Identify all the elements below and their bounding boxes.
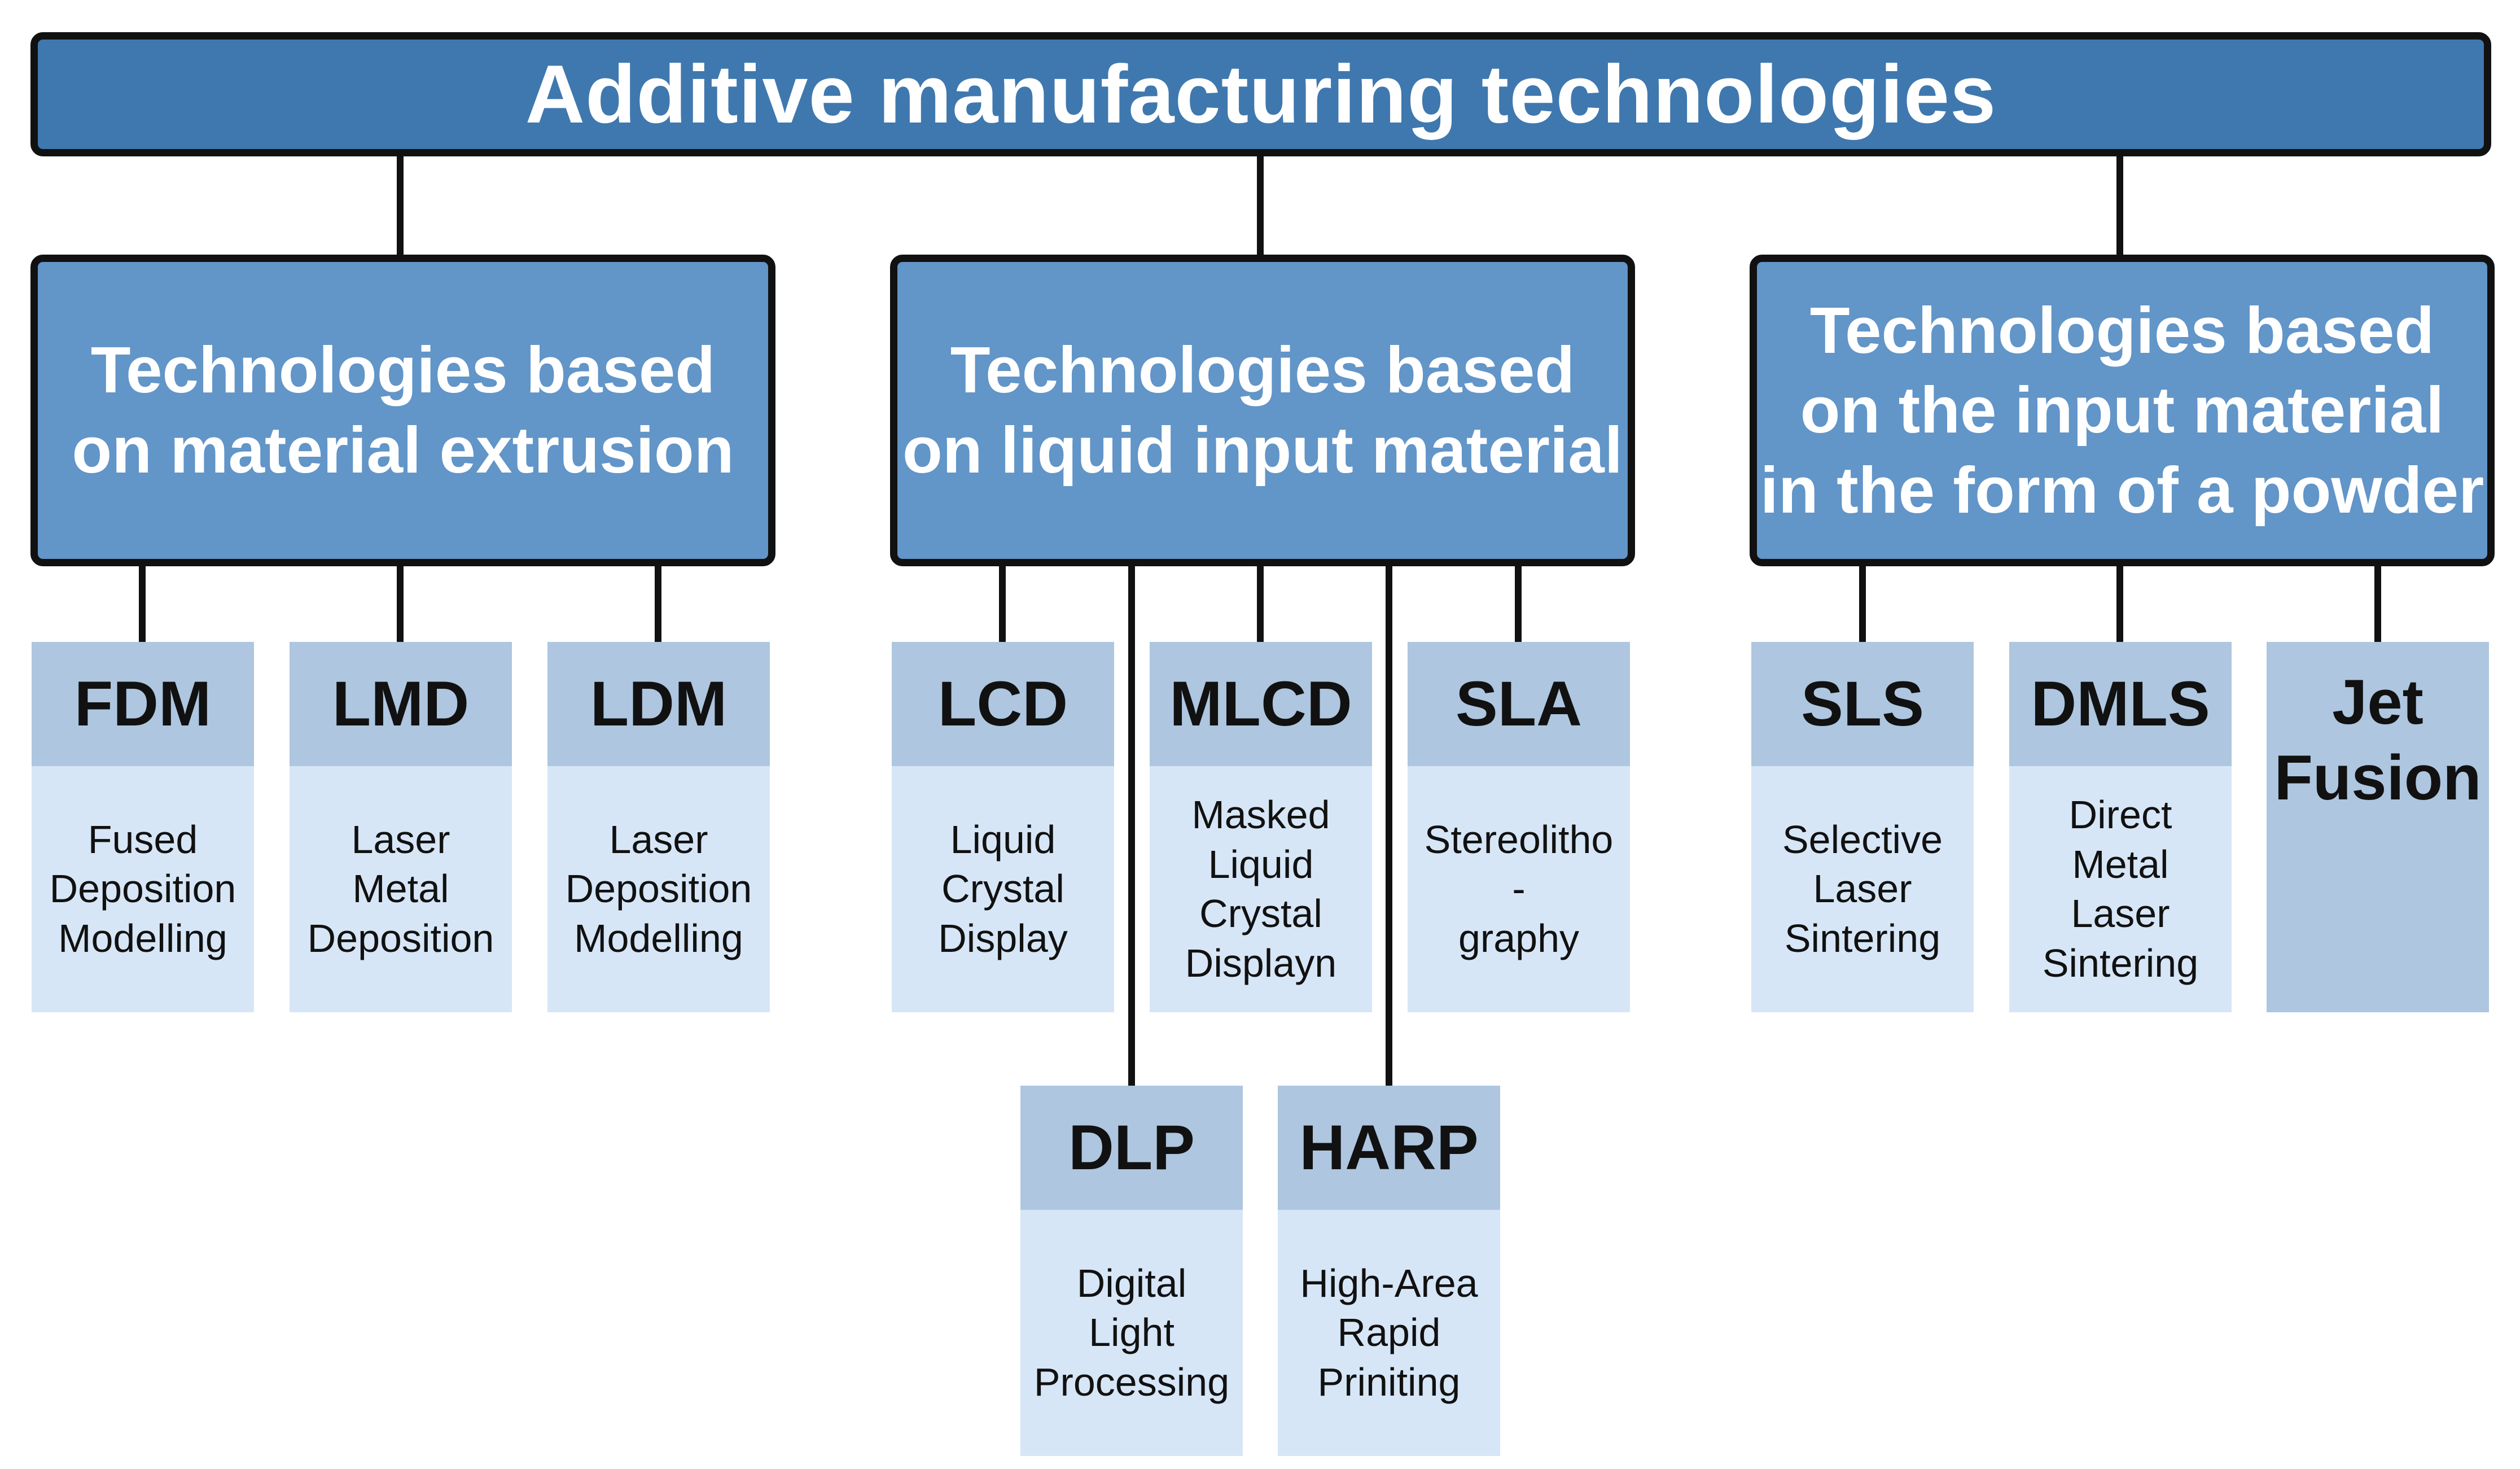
category-label-line: Technologies based	[90, 333, 716, 407]
tech-abbr: SLA	[1408, 642, 1630, 766]
connector-cat1-lcd	[999, 566, 1006, 642]
category-label-line: on the input material	[1800, 373, 2444, 447]
tech-name: Direct Metal Laser Sintering	[2009, 766, 2232, 1012]
category-label-line: on liquid input material	[902, 413, 1623, 487]
connector-cat0-ldm	[655, 566, 661, 642]
connector-cat2-sls	[1859, 566, 1866, 642]
connector-cat0-fdm	[139, 566, 146, 642]
connector-cat1-dlp	[1128, 566, 1135, 1086]
tech-jet-fusion: Jet Fusion	[2267, 642, 2489, 1012]
tech-name: Selective Laser Sintering	[1751, 766, 1974, 1012]
tech-lcd: LCD Liquid Crystal Display	[892, 642, 1114, 1012]
tech-name: Laser Metal Deposition	[290, 766, 512, 1012]
tech-name: Stereolitho - graphy	[1408, 766, 1630, 1012]
category-label-line: Technologies based	[1809, 293, 2435, 367]
connector-cat0-lmd	[397, 566, 404, 642]
tech-abbr: Jet Fusion	[2267, 642, 2489, 1012]
connector-root-cat1	[1257, 156, 1264, 255]
tech-name: Liquid Crystal Display	[892, 766, 1114, 1012]
category-label-line: Technologies based	[950, 333, 1575, 407]
connector-cat2-dmls	[2116, 566, 2123, 642]
tech-ldm: LDM Laser Deposition Modelling	[547, 642, 770, 1012]
tech-abbr: DLP	[1020, 1086, 1243, 1210]
tech-lmd: LMD Laser Metal Deposition	[290, 642, 512, 1012]
tech-name: Laser Deposition Modelling	[547, 766, 770, 1012]
tech-dmls: DMLS Direct Metal Laser Sintering	[2009, 642, 2232, 1012]
category-powder-input: Technologies based on the input material…	[1750, 255, 2495, 566]
tech-mlcd: MLCD Masked Liquid Crystal Displayn	[1150, 642, 1372, 1012]
tech-abbr: HARP	[1278, 1086, 1500, 1210]
category-label-line: on material extrusion	[72, 413, 734, 487]
tech-sls: SLS Selective Laser Sintering	[1751, 642, 1974, 1012]
tech-name: High-Area Rapid Priniting	[1278, 1210, 1500, 1456]
tech-dlp: DLP Digital Light Processing	[1020, 1086, 1243, 1456]
tech-name: Fused Deposition Modelling	[32, 766, 254, 1012]
tech-abbr: SLS	[1751, 642, 1974, 766]
category-label-line: in the form of a powder	[1760, 453, 2484, 527]
tech-abbr: MLCD	[1150, 642, 1372, 766]
connector-cat1-mlcd	[1257, 566, 1264, 642]
tech-name: Masked Liquid Crystal Displayn	[1150, 766, 1372, 1012]
connector-root-cat0	[397, 156, 404, 255]
tech-abbr: LMD	[290, 642, 512, 766]
tech-name: Digital Light Processing	[1020, 1210, 1243, 1456]
tech-sla: SLA Stereolitho - graphy	[1408, 642, 1630, 1012]
category-material-extrusion: Technologies based on material extrusion	[30, 255, 775, 566]
tech-abbr: FDM	[32, 642, 254, 766]
tech-abbr: LDM	[547, 642, 770, 766]
tech-abbr: LCD	[892, 642, 1114, 766]
tech-harp: HARP High-Area Rapid Priniting	[1278, 1086, 1500, 1456]
diagram-title: Additive manufacturing technologies	[30, 32, 2491, 156]
tech-abbr: DMLS	[2009, 642, 2232, 766]
connector-cat1-harp	[1386, 566, 1392, 1086]
category-liquid-input: Technologies based on liquid input mater…	[890, 255, 1635, 566]
connector-root-cat2	[2116, 156, 2123, 255]
connector-cat1-sla	[1515, 566, 1522, 642]
tech-fdm: FDM Fused Deposition Modelling	[32, 642, 254, 1012]
connector-cat2-jetfusion	[2374, 566, 2381, 642]
